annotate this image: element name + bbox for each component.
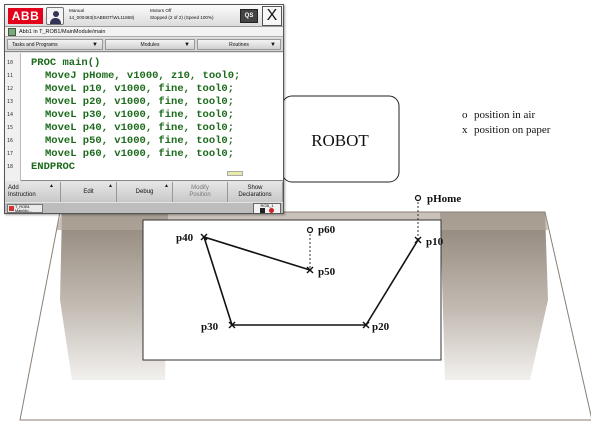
table-right-side (440, 212, 548, 380)
line-number: 15 (7, 125, 13, 131)
program-icon (8, 28, 16, 36)
taskbar-tab-label-2: MainMo... (15, 209, 32, 213)
program-path: Abb1 in T_ROB1/MainModule/main (19, 28, 105, 36)
label-p40: p40 (176, 232, 194, 244)
add-instruction-label-2: Instruction (8, 192, 36, 198)
close-button[interactable]: X (262, 6, 282, 26)
status-system: 14_000483(SABBOT\WL11868) (69, 15, 134, 21)
code-line-p10[interactable]: MoveL p10, v1000, fine, tool0; (45, 84, 234, 95)
title-bar: ABB Manual 14_000483(SABBOT\WL11868) Mot… (5, 5, 283, 27)
chevron-down-icon: ▼ (270, 40, 276, 50)
taskbar-program-tab[interactable]: T_ROB1 MainMo... (7, 204, 43, 213)
tab-routines[interactable]: Routines ▼ (197, 39, 281, 50)
point-phome-marker (416, 196, 421, 201)
chevron-down-icon: ▼ (92, 40, 98, 50)
line-number: 14 (7, 112, 13, 118)
line-number: 17 (7, 151, 13, 157)
point-p60-marker (308, 228, 313, 233)
label-p10: p10 (426, 236, 444, 248)
legend-symbol-paper: x (462, 124, 468, 136)
status-mode: Manual (69, 8, 84, 14)
tab-modules[interactable]: Modules ▼ (105, 39, 195, 50)
show-declarations-label-1: Show (247, 185, 262, 191)
tab-modules-label: Modules (141, 42, 160, 48)
tab-routines-label: Routines (229, 42, 249, 48)
code-line-p30[interactable]: MoveL p30, v1000, fine, tool0; (45, 110, 234, 121)
chevron-up-icon: ▲ (164, 183, 169, 190)
abb-logo[interactable]: ABB (8, 8, 43, 24)
label-p30: p30 (201, 321, 219, 333)
code-line-p20[interactable]: MoveL p20, v1000, fine, tool0; (45, 97, 234, 108)
show-declarations-label-2: Declarations (238, 192, 271, 198)
tab-tasks-label: Tasks and Programs (12, 42, 58, 48)
code-line-p40[interactable]: MoveL p40, v1000, fine, tool0; (45, 123, 234, 134)
debug-label: Debug (136, 189, 154, 195)
code-line-p60[interactable]: MoveL p60, v1000, fine, tool0; (45, 149, 234, 160)
label-p20: p20 (372, 321, 390, 333)
line-number: 10 (7, 60, 13, 66)
line-number: 12 (7, 86, 13, 92)
label-p50: p50 (318, 266, 336, 278)
edit-label: Edit (83, 189, 93, 195)
line-number: 13 (7, 99, 13, 105)
chevron-up-icon: ▲ (108, 183, 113, 190)
line-number: 18 (7, 164, 13, 170)
label-p60: p60 (318, 224, 336, 236)
insertion-marker (227, 171, 243, 176)
chevron-down-icon: ▼ (184, 40, 190, 50)
label-phome: pHome (427, 193, 461, 205)
code-line-phome[interactable]: MoveJ pHome, v1000, z10, tool0; (45, 71, 240, 82)
user-icon[interactable] (46, 7, 64, 25)
add-instruction-label-1: Add (8, 185, 19, 191)
legend-symbol-air: o (462, 109, 468, 121)
editor-toolbar: ▲ Add Instruction ▲ Edit ▲ Debug Modify … (5, 182, 283, 202)
show-declarations-button[interactable]: Show Declarations (228, 182, 283, 202)
modify-position-button[interactable]: Modify Position (173, 182, 228, 202)
tab-tasks-and-programs[interactable]: Tasks and Programs ▼ (7, 39, 103, 50)
quickset-icon[interactable]: QS (240, 9, 258, 23)
add-instruction-button[interactable]: ▲ Add Instruction (5, 182, 61, 202)
legend-text-air: position in air (474, 109, 535, 121)
line-number-gutter: 10 11 12 13 14 15 16 17 18 (5, 53, 21, 181)
line-number: 16 (7, 138, 13, 144)
navigation-tabs: Tasks and Programs ▼ Modules ▼ Routines … (5, 38, 283, 52)
modify-position-label-2: Position (189, 192, 210, 198)
code-editor[interactable]: 10 11 12 13 14 15 16 17 18 PROC main() M… (5, 53, 283, 181)
debug-button[interactable]: ▲ Debug (117, 182, 173, 202)
status-stopped: Stopped (2 of 2) (Speed 100%) (150, 15, 214, 21)
legend-text-paper: position on paper (474, 124, 551, 136)
code-line-p50[interactable]: MoveL p50, v1000, fine, tool0; (45, 136, 234, 147)
program-editor-icon (9, 206, 14, 211)
bottom-task-bar: T_ROB1 MainMo... ROB_1 (5, 203, 283, 214)
quickset-status-badge[interactable]: ROB_1 (253, 203, 281, 214)
program-path-bar: Abb1 in T_ROB1/MainModule/main (5, 27, 283, 37)
status-motors: Motors Off (150, 8, 171, 14)
robot-label: ROBOT (311, 131, 369, 150)
modify-position-label-1: Modify (191, 185, 209, 191)
chevron-up-icon: ▲ (49, 183, 54, 190)
edit-button[interactable]: ▲ Edit (61, 182, 117, 202)
code-line-endproc[interactable]: ENDPROC (31, 162, 75, 173)
code-line-proc[interactable]: PROC main() (31, 58, 100, 69)
line-number: 11 (7, 73, 13, 79)
flexpendant-window: ABB Manual 14_000483(SABBOT\WL11868) Mot… (4, 4, 284, 214)
